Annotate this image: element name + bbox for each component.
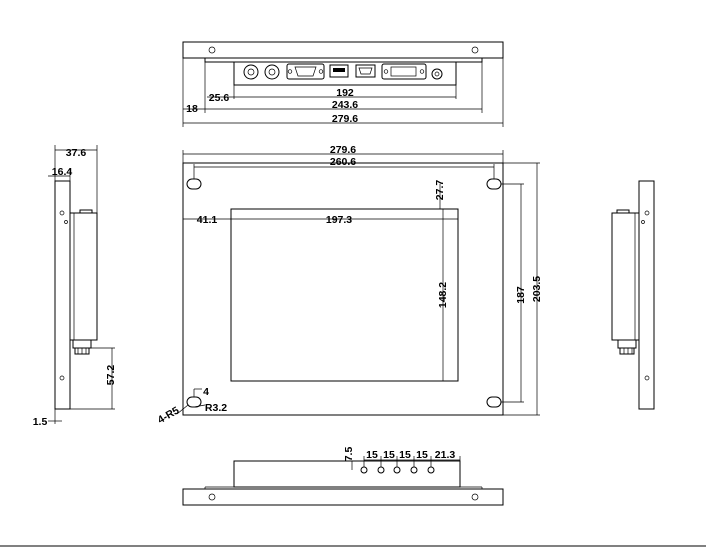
dim-top-inner: 192 xyxy=(336,87,354,99)
dim-bottom-pitch-3: 15 xyxy=(399,449,411,461)
mounting-hole-bottom-right xyxy=(486,396,502,408)
dim-front-hole-to-screen: 27.7 xyxy=(434,180,446,201)
dim-top-mid: 243.6 xyxy=(332,99,358,111)
side-connector xyxy=(72,339,92,355)
bottom-button-row xyxy=(360,466,435,474)
dim-front-left-offset: 41.1 xyxy=(197,214,218,226)
dim-front-height: 203.5 xyxy=(531,276,543,302)
dim-front-corner-radius: R3.2 xyxy=(205,402,227,414)
dim-side-body: 16.4 xyxy=(52,166,73,178)
vga-port xyxy=(286,63,325,80)
dim-front-screen-width: 197.3 xyxy=(326,214,352,226)
dim-front-hole-vspan: 187 xyxy=(515,286,527,304)
left-side-view: 37.6 16.4 57.2 1.5 xyxy=(33,145,117,428)
dim-bottom-first: 7.5 xyxy=(343,447,355,462)
hdmi-port xyxy=(355,64,376,78)
dim-bottom-last: 21.3 xyxy=(435,449,456,461)
dvi-port xyxy=(381,63,427,80)
dim-front-hole-span: 260.6 xyxy=(330,156,356,168)
screen-area xyxy=(230,208,459,382)
dim-side-depth: 37.6 xyxy=(66,147,87,159)
usb-port xyxy=(329,64,349,78)
dim-bottom-pitch-1: 15 xyxy=(366,449,378,461)
dim-front-small: 4 xyxy=(203,386,209,398)
dim-side-connector: 57.2 xyxy=(105,365,117,386)
right-side-view xyxy=(611,180,655,410)
dim-top-total: 279.6 xyxy=(332,113,358,125)
dim-front-hole-count: 4-R5 xyxy=(156,404,182,426)
dc-power-jack xyxy=(431,68,443,80)
dim-top-offset: 25.6 xyxy=(209,92,230,104)
dim-bottom-pitch-2: 15 xyxy=(383,449,395,461)
bottom-view: 7.5 15 15 15 15 21.3 xyxy=(182,447,504,506)
audio-jack-2 xyxy=(264,64,280,80)
mounting-hole-bottom-left xyxy=(186,396,202,408)
dim-front-width: 279.6 xyxy=(330,144,356,156)
dim-top-side: 18 xyxy=(186,103,198,115)
audio-jack-1 xyxy=(243,64,259,80)
dim-front-screen-height: 148.2 xyxy=(437,282,449,308)
dim-side-panel: 1.5 xyxy=(33,416,48,428)
dim-bottom-pitch-4: 15 xyxy=(416,449,428,461)
top-view: 192 25.6 243.6 18 279.6 xyxy=(182,41,504,127)
mounting-hole-top-right xyxy=(486,178,502,190)
front-view: 279.6 260.6 27.7 41.1 197.3 148.2 187 20… xyxy=(156,144,543,426)
mounting-hole-top-left xyxy=(186,178,202,190)
